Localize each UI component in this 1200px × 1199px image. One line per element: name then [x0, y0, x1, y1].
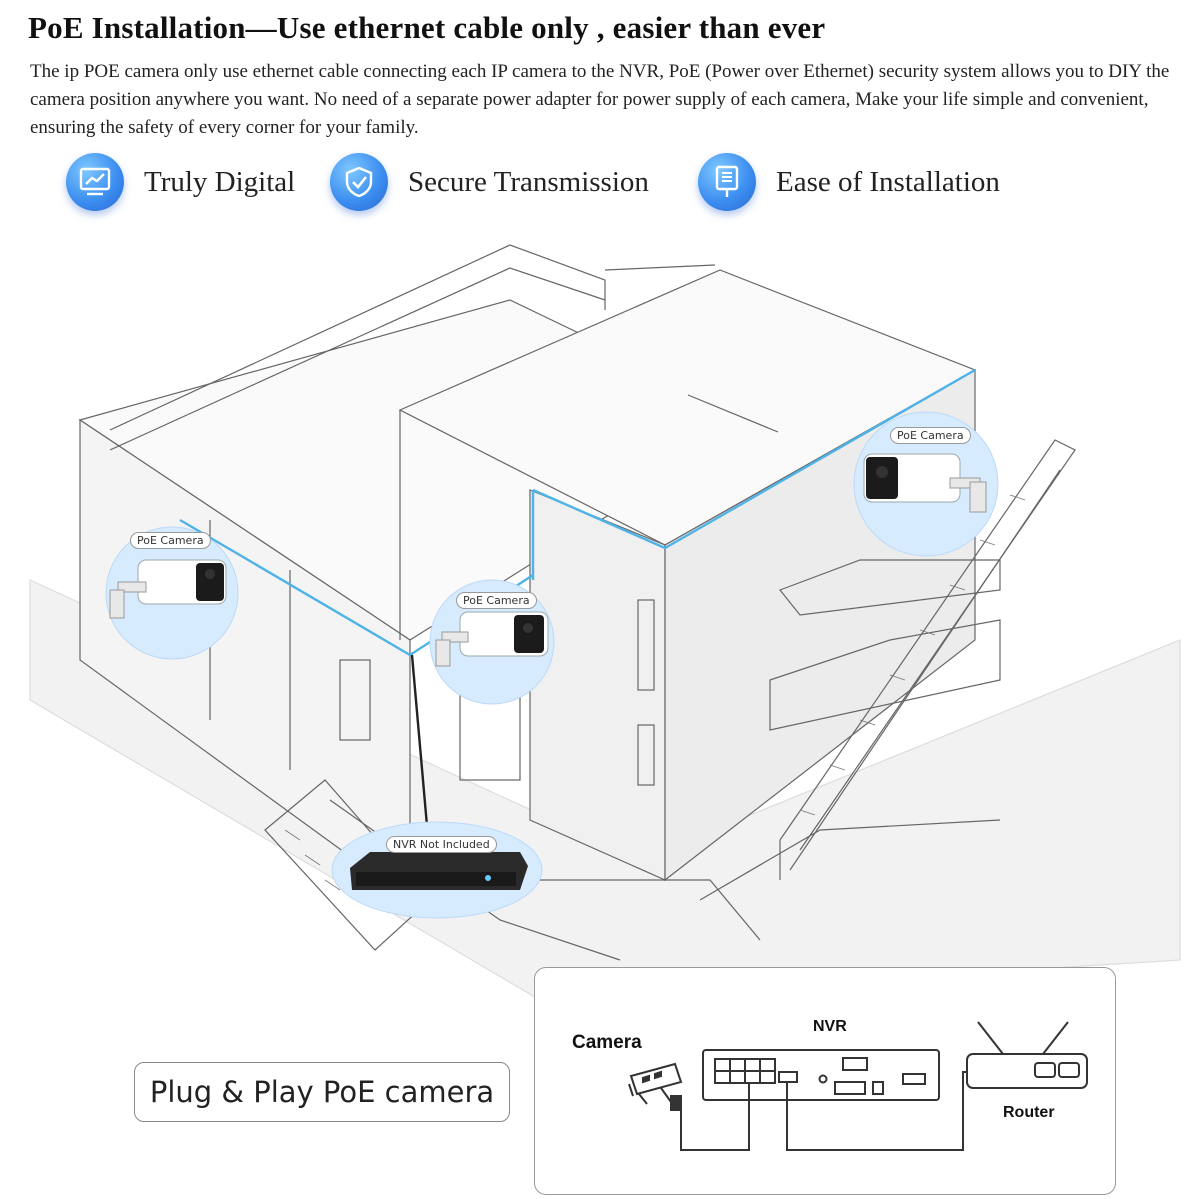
feature-ease-of-installation: Ease of Installation [698, 150, 1000, 214]
building-drawing [29, 244, 1181, 1001]
camera-bubble-right [853, 411, 999, 557]
camera-badge: PoE Camera [130, 532, 211, 549]
feature-secure-transmission: Secure Transmission [330, 150, 649, 214]
diagram-drawing [628, 1021, 1088, 1151]
description-text: The ip POE camera only use ethernet cabl… [30, 61, 1170, 138]
nvr-badge: NVR Not Included [386, 836, 497, 853]
ethernet-plug-icon [698, 153, 756, 211]
camera-badge: PoE Camera [456, 592, 537, 609]
nvr-label: NVR [813, 1018, 847, 1035]
feature-truly-digital: Truly Digital [66, 150, 295, 214]
shield-check-icon [330, 153, 388, 211]
camera-bubble-left [105, 526, 239, 660]
feature-label: Secure Transmission [408, 165, 649, 198]
camera-badge: PoE Camera [890, 427, 971, 444]
chart-monitor-icon [66, 153, 124, 211]
connection-diagram: Camera NVR Router [534, 967, 1116, 1195]
router-label: Router [1003, 1104, 1055, 1121]
page-title: PoE Installation—Use ethernet cable only… [28, 10, 826, 45]
feature-label: Truly Digital [144, 165, 296, 198]
plug-play-label: Plug & Play PoE camera [134, 1062, 510, 1122]
camera-bubble-center [429, 579, 555, 705]
camera-label: Camera [572, 1032, 642, 1053]
feature-label: Ease of Installation [776, 165, 1000, 198]
feature-row: Truly Digital Secure Transmission Ease o… [0, 150, 1200, 214]
building-illustration: PoE Camera PoE Camera PoE Camera NVR Not… [0, 220, 1200, 1199]
